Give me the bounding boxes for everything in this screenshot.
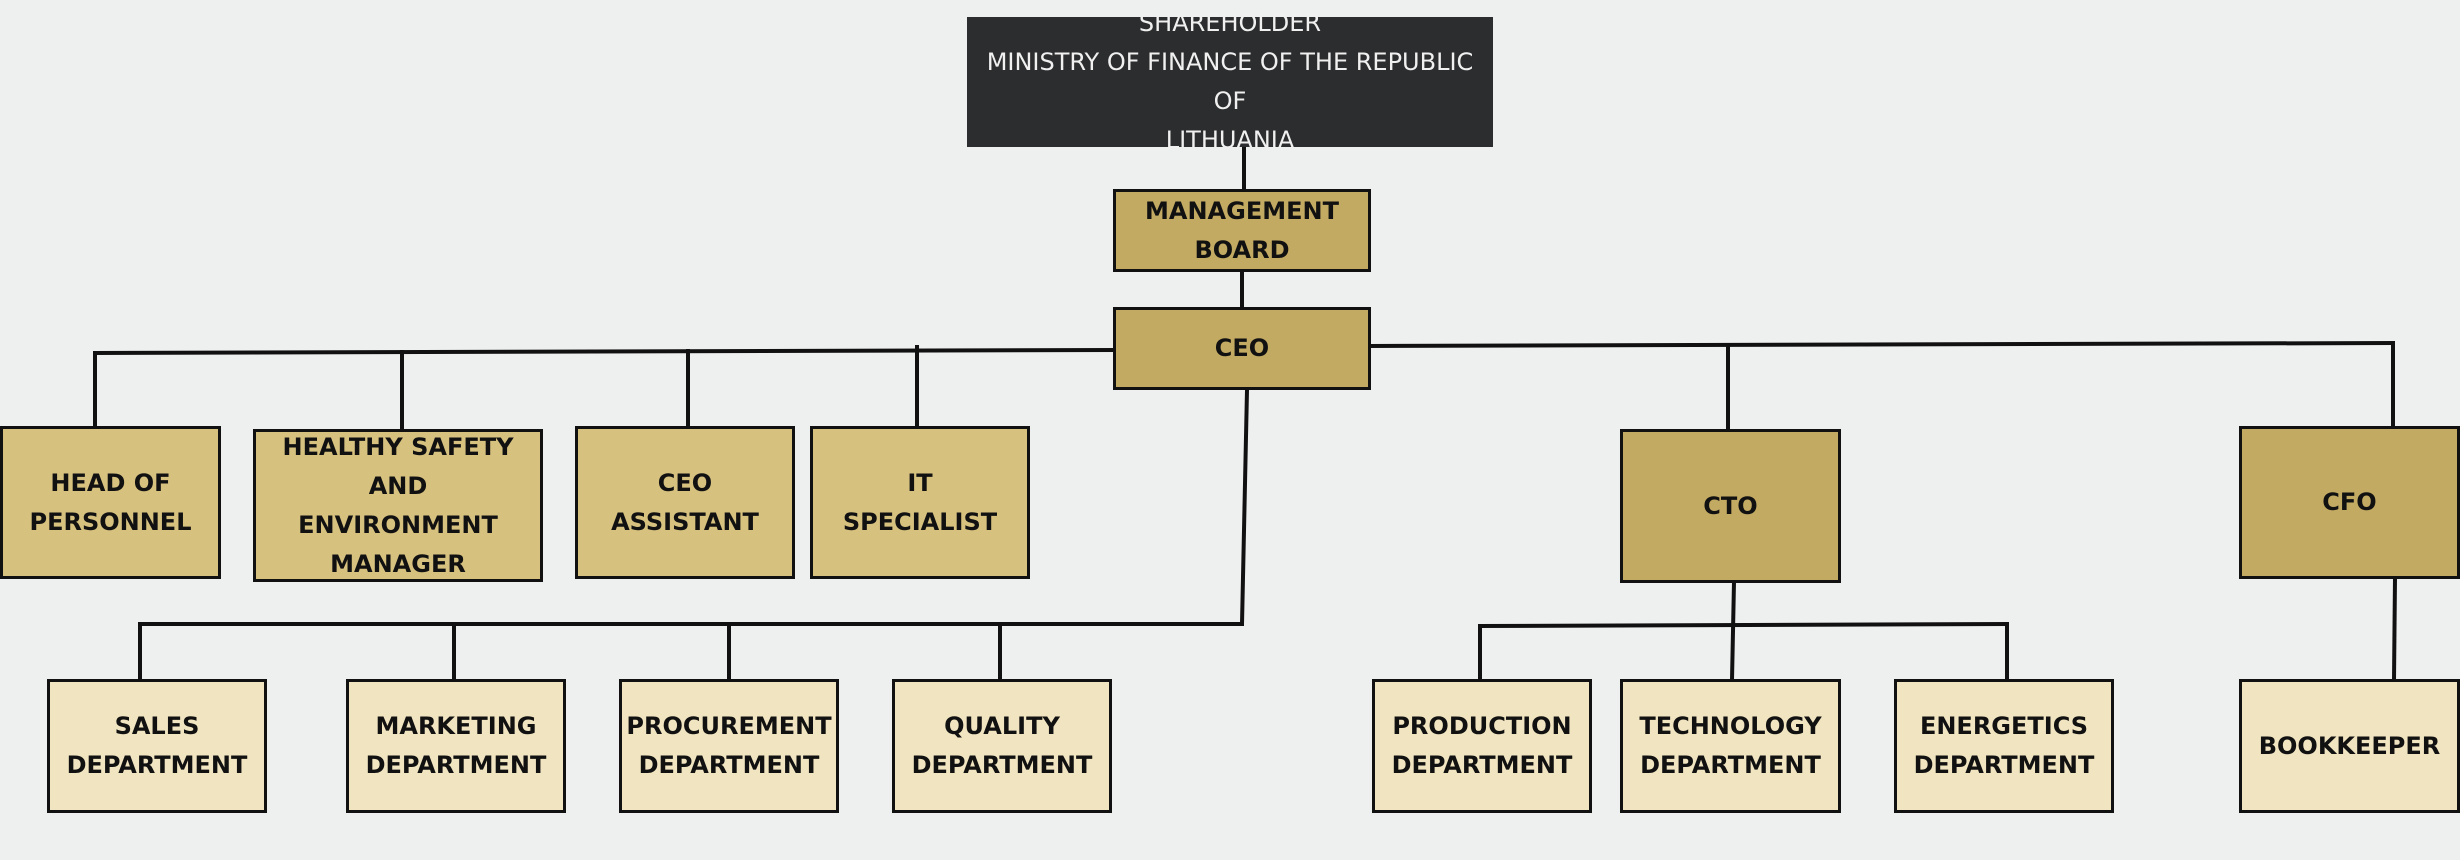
ceo-assistant-box: CEO ASSISTANT <box>575 426 795 579</box>
management-board-label: MANAGEMENT BOARD <box>1145 196 1339 264</box>
shareholder-title: SHAREHOLDER <box>1138 9 1322 37</box>
technology-department-line1: TECHNOLOGY <box>1639 712 1822 740</box>
marketing-department-box: MARKETING DEPARTMENT <box>346 679 566 813</box>
bookkeeper-label: BOOKKEEPER <box>2258 731 2441 760</box>
marketing-department-line1: MARKETING <box>375 712 537 740</box>
sales-department-line2: DEPARTMENT <box>66 751 248 779</box>
it-specialist-line1: IT <box>907 468 933 497</box>
it-specialist-line2: SPECIALIST <box>842 507 998 536</box>
cto-box: CTO <box>1620 429 1841 583</box>
management-board-box: MANAGEMENT BOARD <box>1113 189 1371 272</box>
connector <box>1477 621 2010 629</box>
shareholder-name-line1: MINISTRY OF FINANCE OF THE REPUBLIC OF <box>986 48 1474 115</box>
it-specialist-box: IT SPECIALIST <box>810 426 1030 579</box>
hse-manager-line2: ENVIRONMENT <box>298 510 498 539</box>
hse-manager-line1: HEALTHY SAFETY AND <box>282 432 514 500</box>
connector <box>1239 387 1250 627</box>
head-of-personnel-line2: PERSONNEL <box>29 507 192 536</box>
cto-label: CTO <box>1703 491 1758 520</box>
connector <box>92 347 1118 356</box>
quality-department-box: QUALITY DEPARTMENT <box>892 679 1112 813</box>
production-department-line2: DEPARTMENT <box>1391 751 1573 779</box>
procurement-department-line1: PROCUREMENT <box>626 712 832 740</box>
hse-manager-line3: MANAGER <box>330 549 466 578</box>
quality-department-line2: DEPARTMENT <box>911 751 1093 779</box>
energetics-department-line2: DEPARTMENT <box>1913 751 2095 779</box>
energetics-department-box: ENERGETICS DEPARTMENT <box>1894 679 2114 813</box>
production-department-box: PRODUCTION DEPARTMENT <box>1372 679 1592 813</box>
ceo-box: CEO <box>1113 307 1371 390</box>
energetics-department-line1: ENERGETICS <box>1919 712 2089 740</box>
sales-department-box: SALES DEPARTMENT <box>47 679 267 813</box>
cfo-box: CFO <box>2239 426 2460 579</box>
hse-manager-box: HEALTHY SAFETY AND ENVIRONMENT MANAGER <box>253 429 543 582</box>
shareholder-name-line2: LITHUANIA <box>1165 126 1295 154</box>
ceo-assistant-label: CEO ASSISTANT <box>611 468 759 536</box>
shareholder-box: SHAREHOLDER MINISTRY OF FINANCE OF THE R… <box>967 9 1493 154</box>
cfo-label: CFO <box>2322 488 2377 516</box>
quality-department-line1: QUALITY <box>944 712 1060 740</box>
production-department-line1: PRODUCTION <box>1392 712 1572 740</box>
marketing-department-line2: DEPARTMENT <box>365 751 547 779</box>
head-of-personnel-box: HEAD OF PERSONNEL <box>0 426 221 579</box>
technology-department-line2: DEPARTMENT <box>1640 751 1821 779</box>
technology-department-box: TECHNOLOGY DEPARTMENT <box>1620 679 1841 813</box>
connector <box>1729 579 1737 683</box>
sales-department-line1: SALES <box>114 712 200 740</box>
procurement-department-line2: DEPARTMENT <box>638 751 820 779</box>
head-of-personnel-line1: HEAD OF <box>50 468 171 497</box>
connector <box>1367 340 2396 349</box>
connector <box>2391 575 2398 683</box>
procurement-department-box: PROCUREMENT DEPARTMENT <box>619 679 839 813</box>
ceo-label: CEO <box>1214 334 1270 362</box>
bookkeeper-box: BOOKKEEPER <box>2239 679 2460 813</box>
